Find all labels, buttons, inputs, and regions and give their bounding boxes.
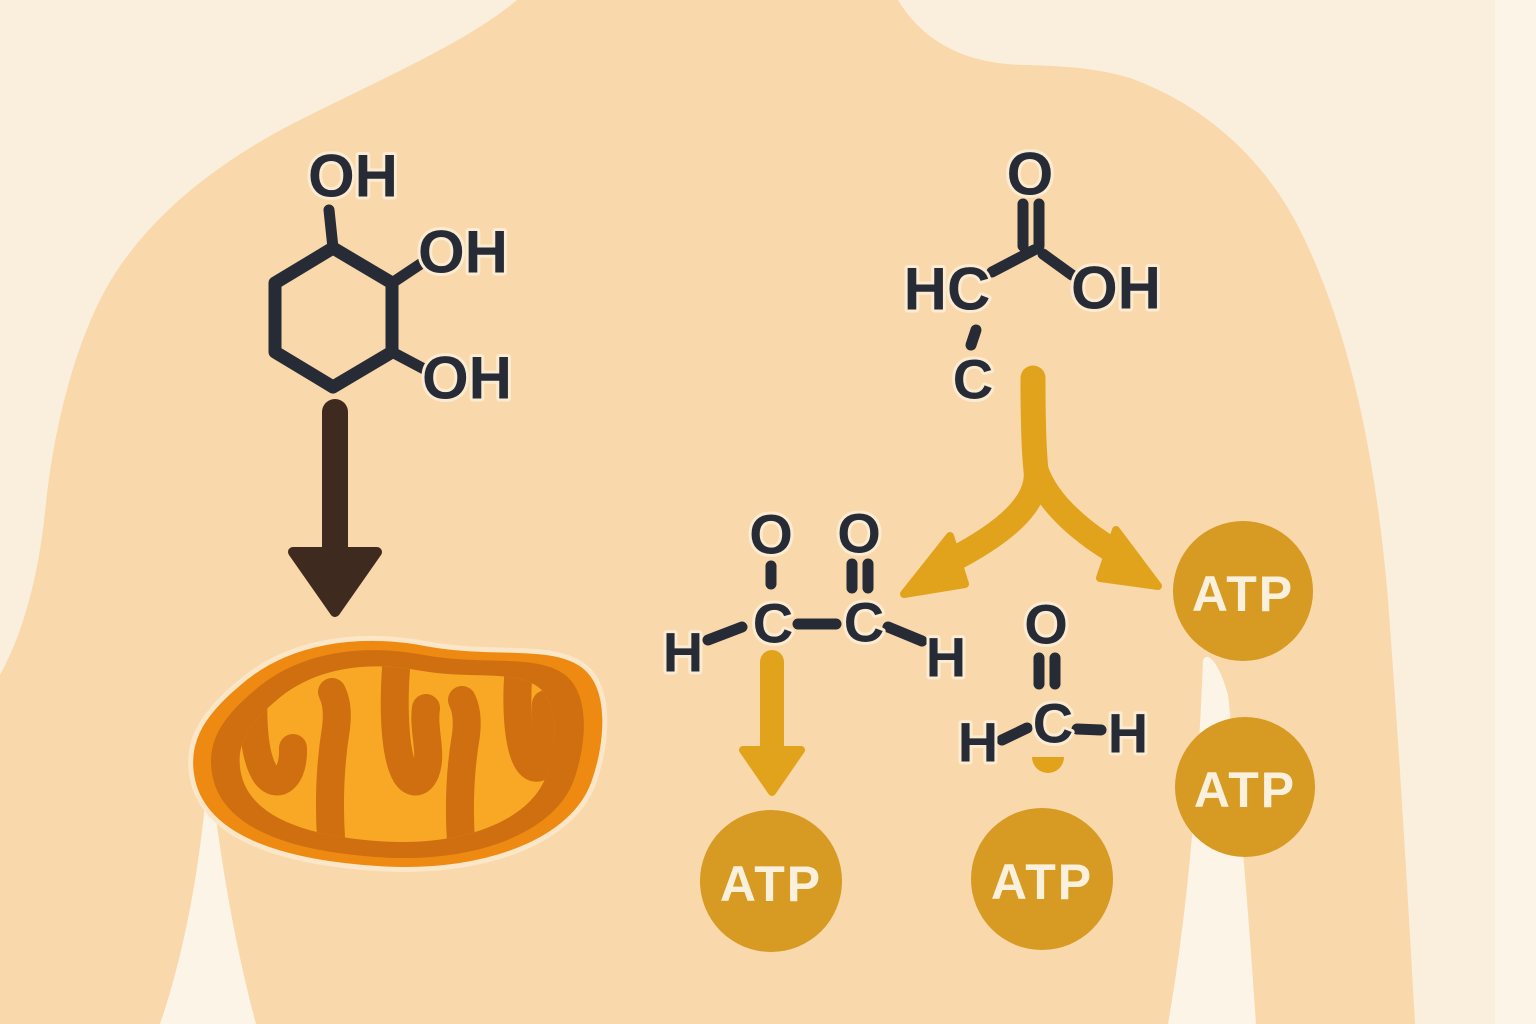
sugar-ring-molecule: OH OH OH <box>268 140 515 415</box>
c-label: C <box>1033 692 1073 755</box>
bond-line <box>986 244 1040 278</box>
bond-line <box>996 722 1033 746</box>
arrow-head <box>739 746 805 796</box>
bond-line <box>1071 723 1107 736</box>
o-label: O <box>1007 141 1054 208</box>
atp-label: ATP <box>1194 762 1296 818</box>
intermediate-molecule: O O H C C H <box>660 499 969 692</box>
bond-line <box>965 324 982 351</box>
o-label: O <box>749 503 793 566</box>
bond-line <box>386 255 431 289</box>
down-arrow-to-atp <box>739 650 805 796</box>
o-label: O <box>1024 593 1068 656</box>
fatty-acid-molecule: HC O OH C <box>901 138 1164 414</box>
oh-label: OH <box>1071 255 1161 322</box>
o-label: O <box>837 502 881 565</box>
branch-arrow <box>900 365 1162 598</box>
atp-label: ATP <box>991 854 1093 910</box>
crista-fold <box>315 678 351 843</box>
branch-arrow-right-head <box>1096 526 1162 590</box>
atp-badge: ATP <box>971 808 1113 950</box>
c-label: C <box>953 348 993 411</box>
bond-line <box>882 621 928 647</box>
atp-label: ATP <box>1192 566 1294 622</box>
c-label: C <box>753 592 793 655</box>
arrow-head <box>288 547 382 617</box>
atp-circle <box>700 810 842 952</box>
oh-label: OH <box>422 345 512 412</box>
oh-label: OH <box>418 219 508 286</box>
arrow-stub <box>1032 757 1064 773</box>
branch-arrow-left-head <box>900 532 969 598</box>
c-label: C <box>844 591 884 654</box>
bond-line <box>1037 248 1078 281</box>
h-label: H <box>926 626 966 689</box>
h-label: H <box>663 621 703 684</box>
atp-badge: ATP <box>1175 717 1315 857</box>
hc-label: HC <box>904 256 991 323</box>
atp-circle <box>1173 521 1313 661</box>
background-right-edge-band <box>1495 0 1536 1024</box>
atp-badge: ATP <box>700 810 842 952</box>
oh-label: OH <box>308 143 398 210</box>
crista-fold <box>503 666 555 782</box>
aldehyde-molecule: O H C H <box>955 590 1151 777</box>
bond-line <box>702 621 748 646</box>
mitochondrion <box>188 635 608 872</box>
left-arm-gap <box>160 791 256 1024</box>
bond-line <box>386 346 432 376</box>
h-label: H <box>1108 702 1148 765</box>
atp-badge: ATP <box>1173 521 1313 661</box>
h-label: H <box>958 711 998 774</box>
crista-fold <box>445 686 481 843</box>
bond-line <box>323 204 339 254</box>
atp-circle <box>1175 717 1315 857</box>
atp-label: ATP <box>720 856 822 912</box>
down-arrow-to-mitochondrion <box>288 399 382 617</box>
atp-circle <box>971 808 1113 950</box>
crista-fold <box>380 666 443 796</box>
